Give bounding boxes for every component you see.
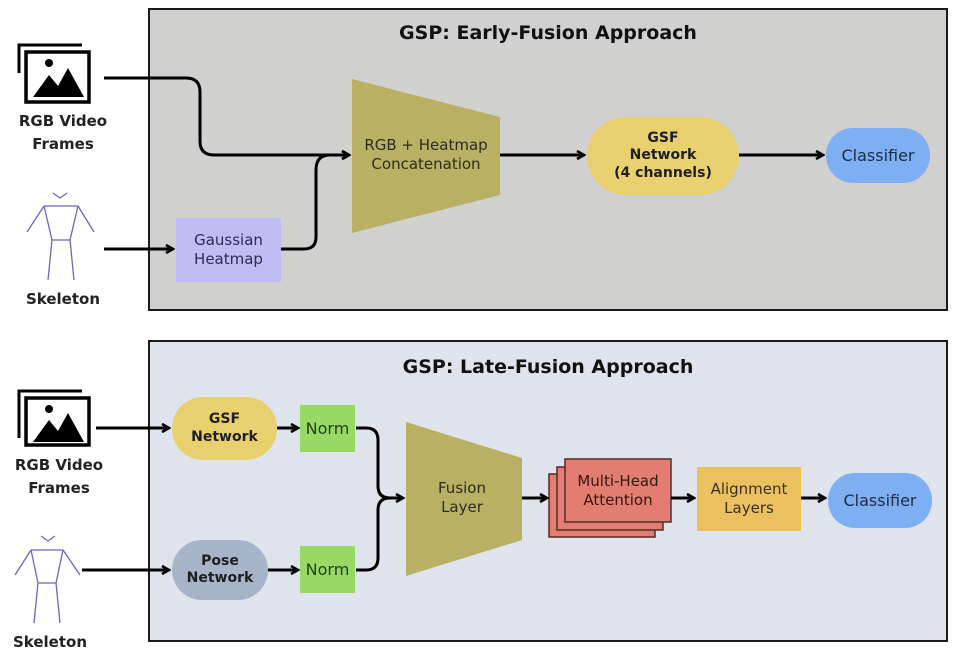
late-fusion-title: GSP: Late-Fusion Approach bbox=[402, 356, 694, 378]
early-fusion-panel: GSP: Early-Fusion Approach bbox=[148, 8, 948, 311]
fusion-layer-label: Fusion Layer bbox=[438, 479, 486, 516]
attention-card-front bbox=[564, 458, 672, 523]
skeleton-label-early: Skeleton bbox=[25, 290, 101, 308]
pose-network-node: Pose Network bbox=[172, 540, 268, 600]
rgb-frames-label-late: RGB Video Frames bbox=[14, 456, 104, 497]
skeleton-icon bbox=[26, 192, 95, 281]
arrow-norm-bottom-to-fusion bbox=[356, 496, 391, 572]
arrow-norm-top-to-fusion bbox=[356, 426, 402, 498]
fusion-trapezoid-shape bbox=[406, 422, 522, 576]
gsf-network-early-node: GSF Network (4 channels) bbox=[587, 117, 739, 195]
gsf-network-late-node: GSF Network bbox=[172, 397, 277, 460]
attention-label: Multi-Head Attention bbox=[577, 471, 659, 509]
gaussian-heatmap-node: Gaussian Heatmap bbox=[176, 218, 281, 282]
skeleton-icon bbox=[14, 535, 81, 624]
arrow-rgb-to-concat bbox=[104, 76, 348, 155]
alignment-layers-node: Alignment Layers bbox=[697, 467, 801, 531]
norm-bottom-node: Norm bbox=[300, 546, 355, 593]
concat-trapezoid-shape bbox=[352, 79, 500, 233]
image-frames-icon bbox=[17, 43, 91, 104]
early-fusion-title: GSP: Early-Fusion Approach bbox=[399, 22, 697, 44]
arrow-gaussian-to-concat bbox=[281, 155, 348, 251]
classifier-late-node: Classifier bbox=[828, 473, 932, 528]
norm-top-node: Norm bbox=[300, 405, 355, 452]
image-frames-icon bbox=[17, 389, 91, 447]
skeleton-label-late: Skeleton bbox=[12, 633, 88, 651]
concat-node-label: RGB + Heatmap Concatenation bbox=[364, 136, 488, 173]
late-fusion-panel: GSP: Late-Fusion Approach bbox=[148, 340, 948, 642]
classifier-early-node: Classifier bbox=[826, 128, 930, 183]
rgb-frames-label-early: RGB Video Frames bbox=[18, 112, 108, 153]
